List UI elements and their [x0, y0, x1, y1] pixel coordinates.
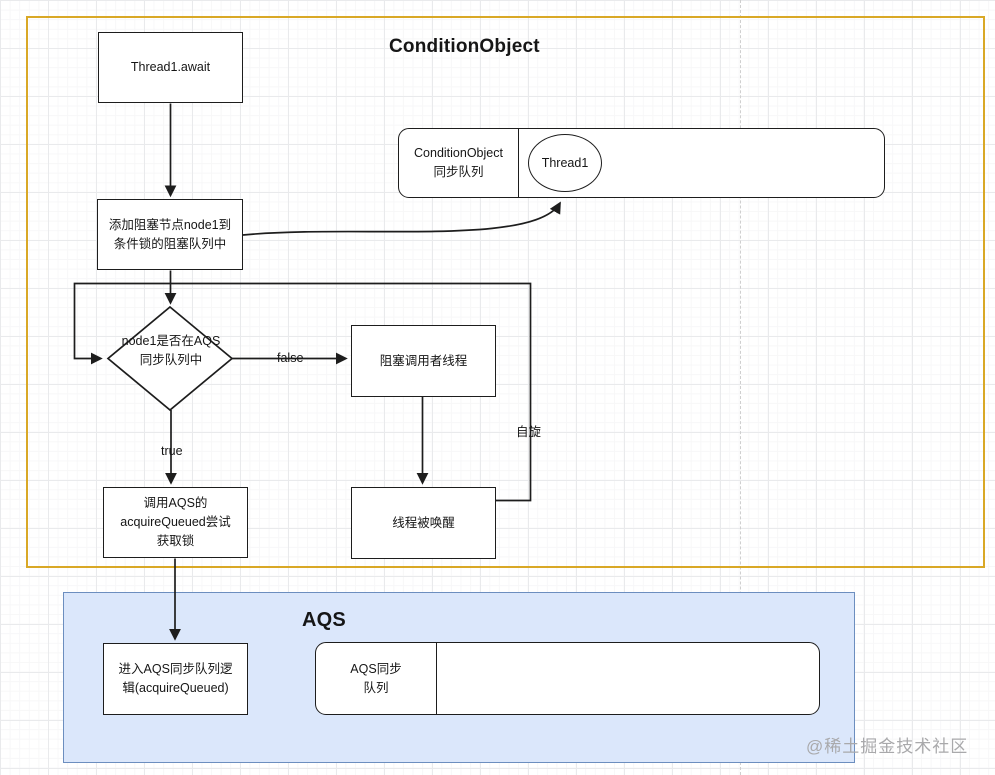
watermark: @稀土掘金技术社区 — [806, 737, 969, 756]
queue-divider — [518, 129, 519, 197]
node-call-acquirequeued: 调用AQS的 acquireQueued尝试 获取锁 — [103, 487, 248, 558]
node-thread1-await: Thread1.await — [98, 32, 243, 103]
page-boundary-divider — [740, 0, 741, 775]
decision-diamond-label: node1是否在AQS 同步队列中 — [121, 334, 221, 367]
aqs-title: AQS — [302, 609, 346, 631]
conditionobject-queue-label: ConditionObject 同步队列 — [414, 146, 503, 179]
aqs-queue-label: AQS同步 队列 — [350, 661, 402, 695]
edge-label-spin: 自旋 — [516, 425, 542, 439]
edge-label-false: false — [277, 351, 304, 365]
aqs-queue-container: AQS同步 队列 — [315, 642, 820, 715]
thread1-queue-node: Thread1 — [528, 134, 602, 192]
aqs-queue-divider — [436, 643, 437, 714]
node-block-caller-thread: 阻塞调用者线程 — [351, 325, 496, 397]
node-thread-awakened: 线程被唤醒 — [351, 487, 496, 559]
edge-label-true: true — [161, 444, 183, 458]
conditionobject-title: ConditionObject — [389, 36, 540, 57]
node-add-block-node: 添加阻塞节点node1到 条件锁的阻塞队列中 — [97, 199, 243, 270]
conditionobject-queue-container: ConditionObject 同步队列 Thread1 — [398, 128, 885, 198]
node-enter-aqs-queue: 进入AQS同步队列逻 辑(acquireQueued) — [103, 643, 248, 715]
conditionobject-frame — [26, 16, 985, 568]
